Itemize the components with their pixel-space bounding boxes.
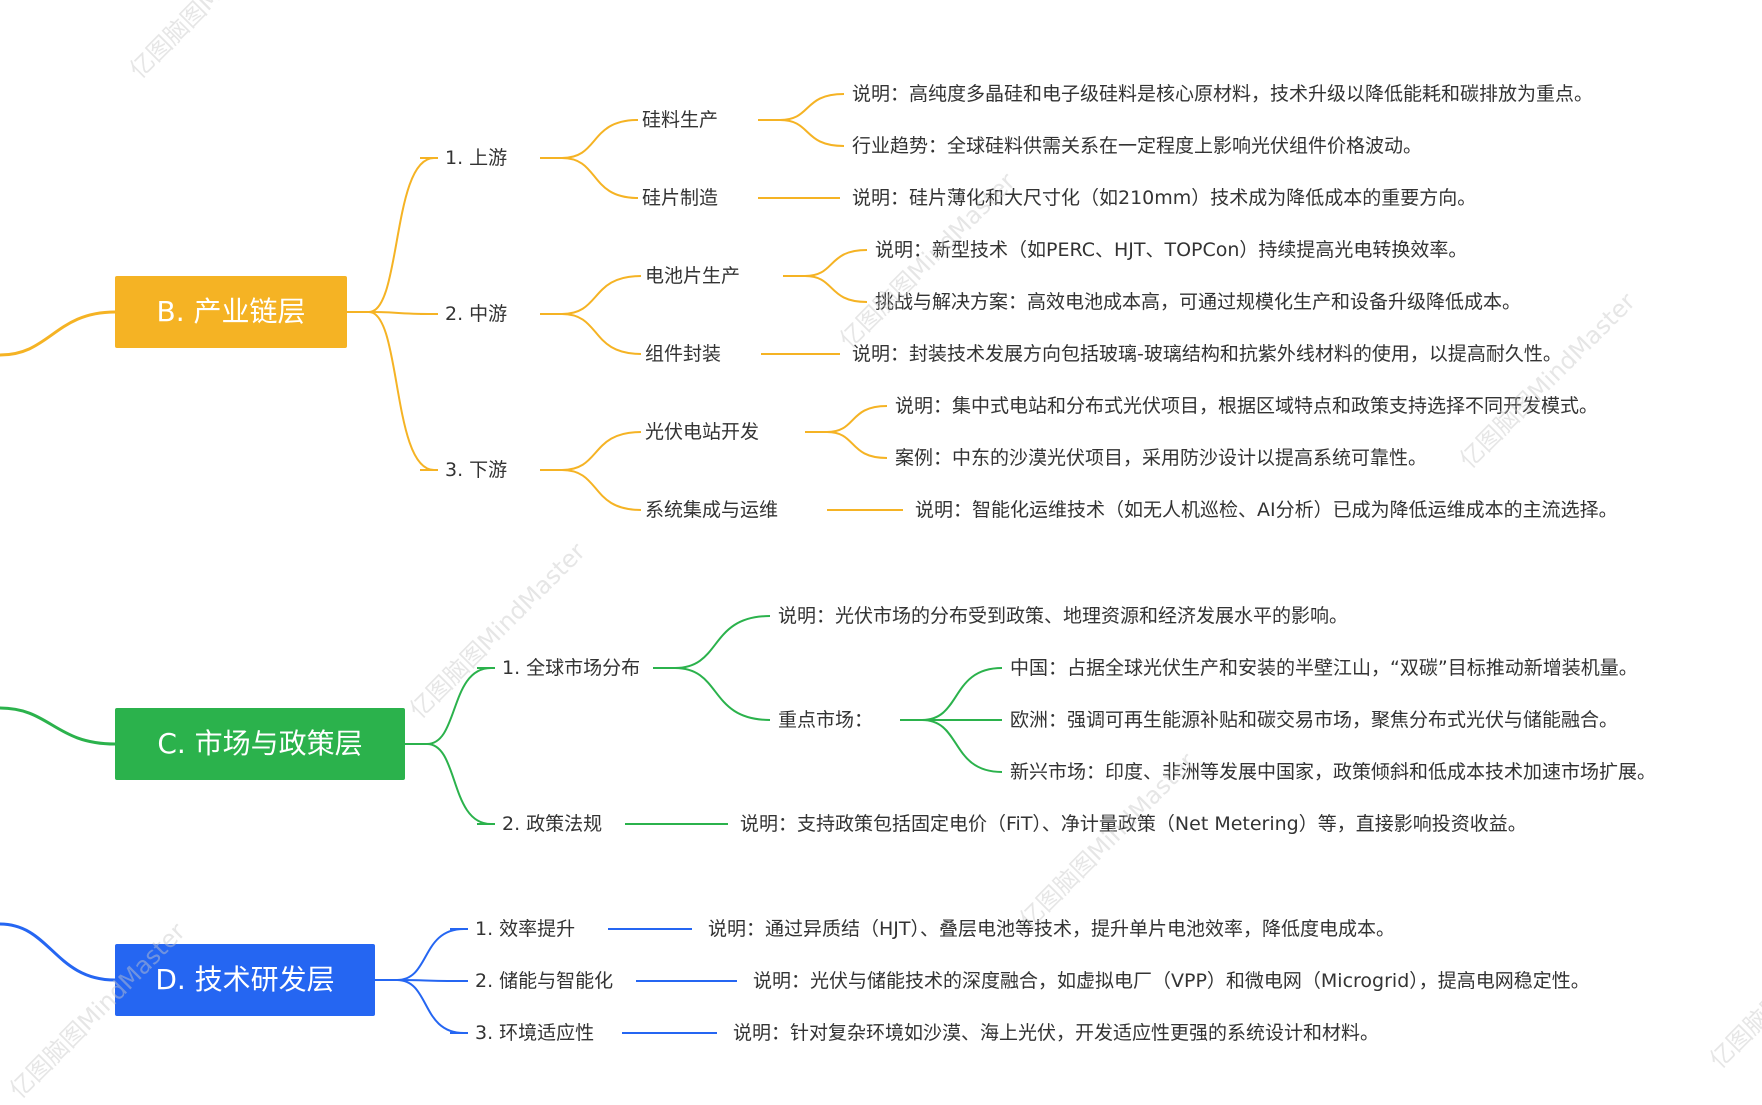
subtopic-node[interactable]: 硅片制造 [642, 187, 719, 209]
subtopic-node[interactable]: 电池片生产 [645, 265, 741, 287]
subtopic-node[interactable]: 系统集成与运维 [645, 499, 779, 521]
root-tail-line [0, 922, 116, 982]
detail-note[interactable]: 说明：支持政策包括固定电价（FiT）、净计量政策（Net Metering）等，… [740, 813, 1527, 835]
detail-note[interactable]: 行业趋势：全球硅料供需关系在一定程度上影响光伏组件价格波动。 [852, 135, 1423, 157]
detail-note[interactable]: 说明：针对复杂环境如沙漠、海上光伏，开发适应性更强的系统设计和材料。 [733, 1022, 1380, 1044]
connector-line [561, 157, 639, 199]
subtopic-node[interactable]: 组件封装 [645, 343, 722, 365]
connector-line [674, 667, 771, 721]
connector-line [368, 311, 435, 471]
detail-note[interactable]: 中国：占据全球光伏生产和安装的半壁江山，“双碳”目标推动新增装机量。 [1010, 657, 1638, 679]
topic-node[interactable]: 1. 上游 [445, 147, 508, 169]
root-node-industry[interactable]: B. 产业链层 [115, 276, 347, 348]
connector-line [779, 119, 845, 147]
subtopic-node[interactable]: 重点市场： [778, 709, 874, 731]
detail-note[interactable]: 说明：光伏与储能技术的深度融合，如虚拟电厂（VPP）和微电网（Microgrid… [753, 970, 1590, 992]
detail-note[interactable]: 案例：中东的沙漠光伏项目，采用防沙设计以提高系统可靠性。 [895, 447, 1428, 469]
connector-line [804, 275, 868, 303]
detail-note[interactable]: 说明：光伏市场的分布受到政策、地理资源和经济发展水平的影响。 [778, 605, 1349, 627]
connector-layer [0, 93, 1003, 1034]
topic-node[interactable]: 1. 效率提升 [475, 918, 576, 940]
topic-node[interactable]: 2. 政策法规 [502, 813, 603, 835]
root-node-market[interactable]: C. 市场与政策层 [115, 708, 405, 780]
connector-line [426, 743, 492, 825]
topic-node[interactable]: 3. 环境适应性 [475, 1022, 595, 1044]
root-node-tech[interactable]: D. 技术研发层 [115, 944, 375, 1016]
connector-line [561, 275, 642, 315]
connector-line [426, 667, 492, 745]
connector-line [396, 979, 465, 1034]
connector-line [561, 119, 639, 159]
root-tail-line [0, 310, 116, 357]
detail-note[interactable]: 挑战与解决方案：高效电池成本高，可通过规模化生产和设备升级降低成本。 [875, 291, 1522, 313]
connector-line [779, 93, 845, 121]
connector-line [368, 157, 435, 313]
connector-line [921, 667, 1003, 721]
connector-line [396, 928, 465, 981]
topic-node[interactable]: 2. 储能与智能化 [475, 970, 614, 992]
detail-note[interactable]: 说明：硅片薄化和大尺寸化（如210mm）技术成为降低成本的重要方向。 [852, 187, 1477, 209]
root-tail-line [0, 706, 116, 746]
detail-note[interactable]: 说明：智能化运维技术（如无人机巡检、AI分析）已成为降低运维成本的主流选择。 [915, 499, 1618, 521]
topic-node[interactable]: 3. 下游 [445, 459, 508, 481]
detail-note[interactable]: 说明：通过异质结（HJT）、叠层电池等技术，提升单片电池效率，降低度电成本。 [708, 918, 1395, 940]
connector-line [561, 469, 642, 511]
connector-line [674, 615, 771, 669]
connector-line [826, 405, 888, 433]
connector-line [561, 431, 642, 471]
detail-note[interactable]: 说明：高纯度多晶硅和电子级硅料是核心原材料，技术升级以降低能耗和碳排放为重点。 [852, 83, 1594, 105]
topic-node[interactable]: 2. 中游 [445, 303, 508, 325]
connector-line [561, 313, 642, 355]
subtopic-node[interactable]: 硅料生产 [642, 109, 719, 131]
detail-note[interactable]: 说明：封装技术发展方向包括玻璃-玻璃结构和抗紫外线材料的使用，以提高耐久性。 [852, 343, 1562, 365]
detail-note[interactable]: 说明：集中式电站和分布式光伏项目，根据区域特点和政策支持选择不同开发模式。 [895, 395, 1599, 417]
connector-line [804, 249, 868, 277]
detail-note[interactable]: 新兴市场：印度、非洲等发展中国家，政策倾斜和低成本技术加速市场扩展。 [1010, 761, 1657, 783]
subtopic-node[interactable]: 光伏电站开发 [645, 421, 760, 443]
connector-line [826, 431, 888, 459]
detail-note[interactable]: 欧洲：强调可再生能源补贴和碳交易市场，聚焦分布式光伏与储能融合。 [1010, 709, 1619, 731]
connector-line [921, 719, 1003, 773]
topic-node[interactable]: 1. 全球市场分布 [502, 657, 641, 679]
detail-note[interactable]: 说明：新型技术（如PERC、HJT、TOPCon）持续提高光电转换效率。 [875, 239, 1468, 261]
